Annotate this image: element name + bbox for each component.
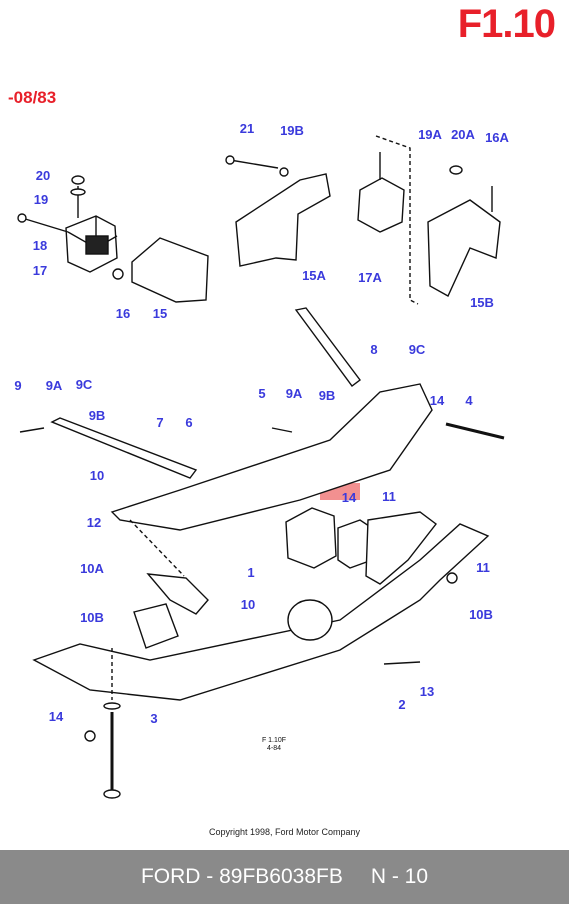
mount-11-left-drawing [146,573,209,615]
callout-18: 18 [33,238,47,253]
callout-10b: 10B [469,607,493,622]
callout-20a: 20A [451,127,475,142]
bracket-15-drawing [131,237,209,303]
damper-10a-drawing [287,599,333,641]
bolt-head-3 [103,789,121,799]
strut-8-drawing [294,307,361,387]
callout-8: 8 [370,342,377,357]
nut-14-right [446,572,458,584]
bolt-16 [112,268,124,280]
bracket-15b-drawing [427,199,501,297]
mount-17a-drawing [357,177,405,233]
bolt-7 [271,427,293,433]
callout-11: 11 [476,560,490,575]
bolt-5 [445,422,505,440]
bolt-10b [383,661,421,665]
callout-20: 20 [36,168,50,183]
callout-9b: 9B [319,388,336,403]
callout-10: 10 [241,597,255,612]
callout-10a: 10A [80,561,104,576]
callout-5: 5 [258,386,265,401]
tie-rod-9-drawing [50,417,198,479]
bolt-18 [21,217,69,233]
callout-12: 12 [87,515,101,530]
footer-page: N - 10 [370,865,429,888]
callout-11: 11 [382,489,396,504]
callout-9a: 9A [286,386,303,401]
callout-19a: 19A [418,127,442,142]
mount-10-left-drawing [133,603,179,649]
callout-7: 7 [156,415,163,430]
date-range: -08/83 [8,88,57,107]
callout-17a: 17A [358,270,382,285]
washer-19b [279,167,289,177]
callout-9c: 9C [409,342,426,357]
stamp-line-1: F 1.10F [262,737,286,744]
callout-13: 13 [420,684,434,699]
crossmember-1-drawing [32,523,490,701]
footer-bar: FORD - 89FB6038FB N - 10 [0,850,569,904]
washer-2 [103,702,121,710]
part-drawings [17,135,505,799]
bolt-9a-left [19,427,45,433]
callout-9c: 9C [76,377,93,392]
dashed-group-outline [375,135,419,305]
stamp-line-2: 4-84 [267,745,281,752]
callout-19: 19 [34,192,48,207]
callout-17: 17 [33,263,47,278]
callout-21: 21 [240,121,254,136]
callout-15a: 15A [302,268,326,283]
nut-20 [71,175,85,185]
crossmember-4-drawing [110,383,433,531]
bolt-head-21 [225,155,235,165]
mount-17-rubber [85,235,109,255]
callout-14: 14 [342,490,357,505]
callout-16a: 16A [485,130,509,145]
callout-10: 10 [90,468,104,483]
bolt-21 [229,159,279,169]
callout-19b: 19B [280,123,304,138]
callout-14: 14 [430,393,445,408]
mount-11-right-drawing [285,507,337,569]
washer-19 [70,188,86,196]
callout-16: 16 [116,306,130,321]
callout-6: 6 [185,415,192,430]
callout-9a: 9A [46,378,63,393]
bracket-12-drawing [365,511,437,585]
footer-part-number: FORD - 89FB6038FB [140,865,343,888]
callout-9b: 9B [89,408,106,423]
nut-20a [449,165,463,175]
section-code: F1.10 [457,2,556,46]
nut-14-bottom [84,730,96,742]
callout-3: 3 [150,711,157,726]
copyright: Copyright 1998, Ford Motor Company [208,827,361,837]
callout-2: 2 [398,697,405,712]
bolt-head-18 [17,213,27,223]
callout-14: 14 [49,709,64,724]
callout-9: 9 [14,378,21,393]
leader-dash-1 [129,519,185,577]
callout-15b: 15B [470,295,494,310]
callout-10b: 10B [80,610,104,625]
callout-4: 4 [465,393,473,408]
bracket-15a-drawing [235,173,331,267]
callout-15: 15 [153,306,167,321]
callout-1: 1 [247,565,254,580]
